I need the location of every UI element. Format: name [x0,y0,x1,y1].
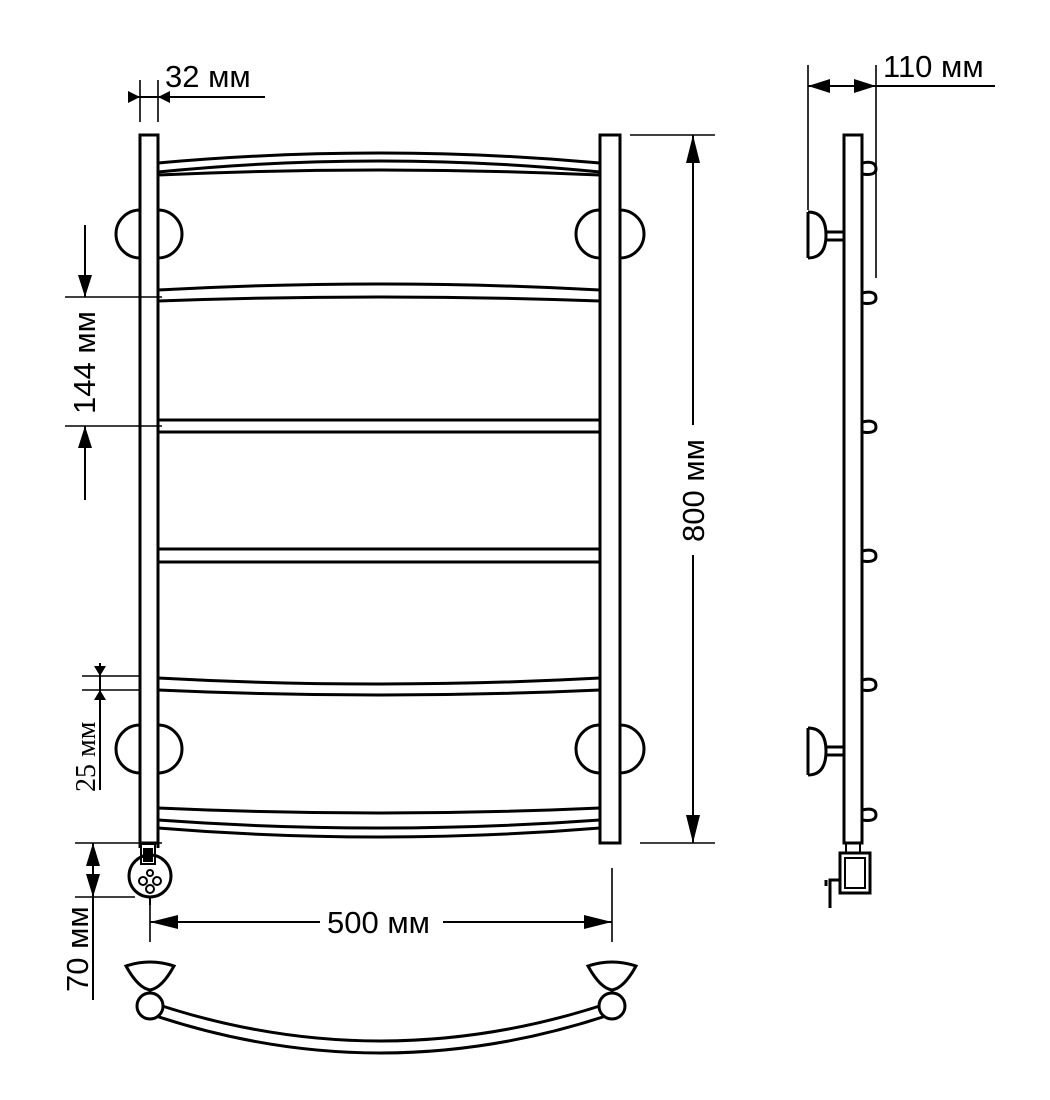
top-rail [157,151,601,174]
rung-2 [157,295,601,422]
side-heating-element [824,842,872,908]
rung-5 [157,688,601,815]
rung-1 [157,168,601,292]
dim-pipe-width-label: 32 мм [165,59,251,94]
dim-rung-thickness: 25 мм [71,663,140,792]
dim-pipe-width: 32 мм [128,59,265,122]
dim-width: 500 мм [149,868,613,942]
dim-depth: 110 мм [807,49,995,278]
dim-height-label: 800 мм [676,439,711,542]
bottom-rail [157,818,601,839]
dim-rung-spacing-label: 144 мм [67,311,102,414]
wall-mount-top-left [114,208,184,260]
wall-mount-top-right [574,208,646,260]
dim-rung-spacing: 144 мм [65,225,162,500]
dim-height: 800 мм [630,134,715,844]
dim-bottom-offset-label: 70 мм [60,906,95,992]
dim-bottom-offset: 70 мм [60,842,162,1000]
right-upright [598,133,622,845]
dim-width-label: 500 мм [327,905,430,940]
plan-view [123,960,639,1055]
side-wall-bracket-top [806,210,844,260]
front-view [114,133,646,905]
rung-3 [158,430,600,551]
dim-rung-thickness-label: 25 мм [71,721,102,792]
side-view [806,133,878,908]
wall-mount-bottom-right [574,723,646,775]
wall-mount-bottom-left [114,723,184,775]
rung-4 [157,560,601,686]
heating-element-controller [127,843,173,905]
left-upright [138,133,160,845]
dim-depth-label: 110 мм [883,49,984,84]
side-wall-bracket-bottom [806,726,844,777]
